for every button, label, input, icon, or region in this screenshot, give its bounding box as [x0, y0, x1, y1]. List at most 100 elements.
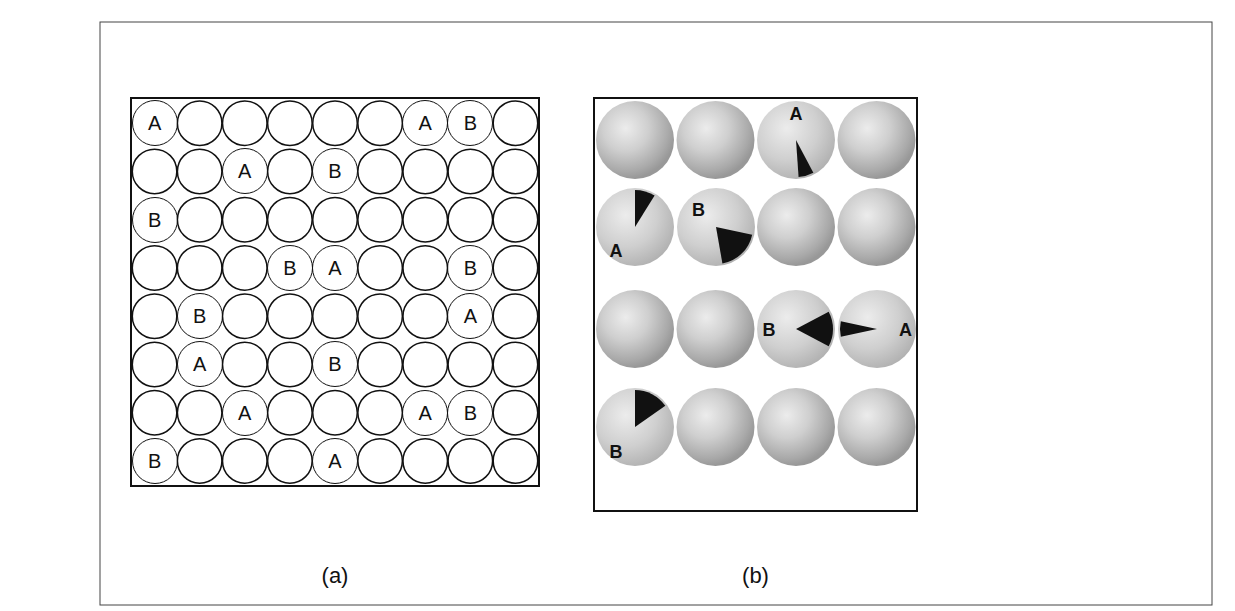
labeled-atom: B: [447, 100, 493, 146]
wedge-layer: [596, 388, 674, 466]
atom-label: A: [193, 354, 206, 374]
atom-label: A: [419, 113, 432, 133]
atom-circle: [313, 197, 358, 242]
wedge-layer: [596, 188, 674, 266]
figure-panel: (b)AABBAB: [593, 97, 918, 512]
labeled-atom: A: [222, 148, 268, 194]
atom-circle: [493, 101, 538, 146]
labeled-sphere: B: [596, 388, 674, 466]
atom-circle: [403, 294, 448, 339]
atom-circle: [403, 342, 448, 387]
labeled-sphere: A: [757, 101, 835, 179]
orientation-wedge: [716, 227, 752, 263]
labeled-atom: B: [312, 148, 358, 194]
outer-border: [100, 22, 1212, 605]
labeled-sphere: B: [677, 188, 755, 266]
atom-sphere: [757, 188, 835, 266]
sphere-label: A: [899, 321, 912, 339]
atom-sphere: [838, 101, 916, 179]
atom-circle: [268, 439, 313, 484]
atom-circle: [358, 390, 403, 435]
atom-sphere: [838, 188, 916, 266]
orientation-wedge: [796, 312, 833, 347]
atom-circle: [358, 197, 403, 242]
atom-label: A: [464, 306, 477, 326]
atom-circle: [403, 246, 448, 291]
atom-circle: [268, 294, 313, 339]
atom-sphere: [677, 290, 755, 368]
atom-circle: [268, 101, 313, 146]
labeled-atom: B: [447, 390, 493, 436]
atom-circle: [132, 246, 177, 291]
panel-caption: (b): [742, 563, 769, 589]
atom-label: B: [148, 210, 161, 230]
atom-circle: [493, 294, 538, 339]
atom-circle: [493, 439, 538, 484]
atom-circle: [493, 149, 538, 194]
atom-sphere: [757, 388, 835, 466]
labeled-atom: B: [267, 245, 313, 291]
labeled-atom: B: [447, 245, 493, 291]
atom-label: A: [328, 258, 341, 278]
atom-circle: [223, 197, 268, 242]
atom-label: B: [328, 354, 341, 374]
panel-caption: (a): [322, 563, 349, 589]
atom-label: A: [238, 161, 251, 181]
atom-label: B: [464, 258, 477, 278]
atom-label: B: [464, 113, 477, 133]
labeled-atom: A: [312, 438, 358, 484]
atom-circle: [223, 294, 268, 339]
atom-label: B: [328, 161, 341, 181]
atom-circle: [493, 246, 538, 291]
labeled-atom: A: [447, 293, 493, 339]
atom-circle: [177, 101, 222, 146]
atom-circle: [358, 101, 403, 146]
atom-circle: [403, 149, 448, 194]
atom-circle: [448, 149, 493, 194]
sphere-label: B: [763, 321, 776, 339]
labeled-atom: A: [177, 341, 223, 387]
atom-circle: [358, 294, 403, 339]
atom-circle: [358, 342, 403, 387]
labeled-sphere: A: [596, 188, 674, 266]
figure-panel: (a)AABABBBABBAABAABBA: [130, 97, 540, 487]
atom-circle: [132, 342, 177, 387]
atom-circle: [313, 294, 358, 339]
atom-circle: [223, 101, 268, 146]
orientation-wedge: [796, 140, 813, 177]
orientation-wedge: [635, 190, 655, 227]
wedge-layer: [677, 188, 755, 266]
atom-sphere: [677, 388, 755, 466]
atom-circle: [493, 390, 538, 435]
labeled-atom: B: [312, 341, 358, 387]
atom-circle: [313, 101, 358, 146]
atom-circle: [448, 197, 493, 242]
atom-circle: [223, 246, 268, 291]
atom-sphere: [838, 388, 916, 466]
atom-circle: [177, 149, 222, 194]
atom-circle: [493, 342, 538, 387]
orientation-wedge: [635, 390, 665, 427]
atom-circle: [403, 197, 448, 242]
atom-label: A: [148, 113, 161, 133]
labeled-sphere: B: [757, 290, 835, 368]
atom-circle: [268, 342, 313, 387]
atom-label: B: [148, 451, 161, 471]
labeled-atom: B: [132, 438, 178, 484]
atom-circle: [177, 390, 222, 435]
atom-circle: [403, 439, 448, 484]
atom-sphere: [596, 101, 674, 179]
atom-label: A: [328, 451, 341, 471]
atom-sphere: [677, 101, 755, 179]
sphere-label: A: [610, 242, 623, 260]
atom-label: B: [193, 306, 206, 326]
labeled-sphere: A: [838, 290, 916, 368]
atom-circle: [177, 246, 222, 291]
sphere-label: B: [610, 443, 623, 461]
atom-circle: [177, 439, 222, 484]
labeled-atom: A: [132, 100, 178, 146]
atom-circle: [448, 439, 493, 484]
labeled-atom: B: [177, 293, 223, 339]
atom-circle: [358, 439, 403, 484]
